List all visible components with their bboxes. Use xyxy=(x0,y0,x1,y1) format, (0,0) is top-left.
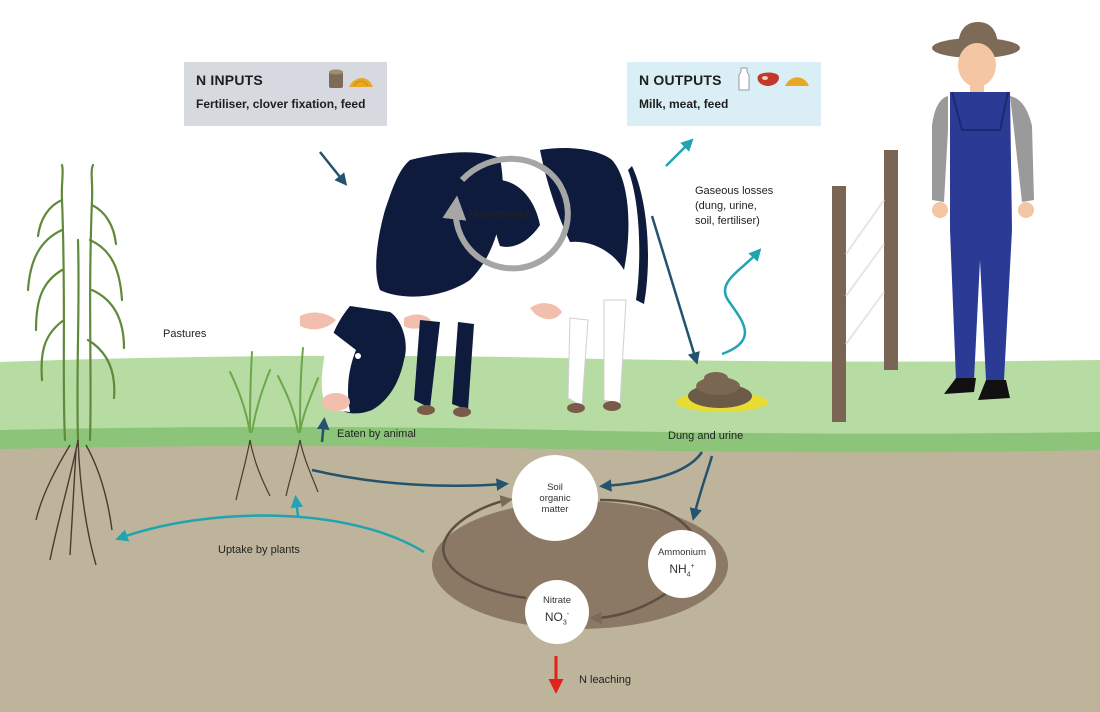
output-arrow xyxy=(665,138,694,167)
ammonium-formula: NH4+ xyxy=(669,562,695,579)
fence-icon xyxy=(832,150,898,422)
n-inputs-title: N INPUTS xyxy=(196,72,263,88)
feed-pile-icon xyxy=(349,77,373,87)
pastures-label: Pastures xyxy=(163,328,207,340)
dung-icon xyxy=(676,372,768,412)
soil-organic-matter-node: Soil organic matter xyxy=(512,455,598,541)
n-leaching-label: N leaching xyxy=(579,674,631,686)
milk-bottle-icon xyxy=(738,67,750,91)
grass-layer xyxy=(0,355,1100,450)
meat-icon xyxy=(757,72,779,86)
eaten-by-animal-label: Eaten by animal xyxy=(337,428,416,440)
maintenance-label: Maintenance xyxy=(468,208,531,220)
gaseous-losses-label: Gaseous losses (dung, urine, soil, ferti… xyxy=(695,185,774,227)
cycle-arrow-nitrate-to-som xyxy=(442,495,527,600)
plant-residue-arrow xyxy=(311,468,509,491)
eaten-arrow xyxy=(317,417,330,443)
dung-to-som-arrow xyxy=(599,451,704,492)
cow-icon xyxy=(300,148,648,417)
crop-plant-icon xyxy=(26,163,126,442)
n-outputs-box: N OUTPUTS Milk, meat, feed xyxy=(627,62,821,126)
seedling-roots xyxy=(235,439,319,501)
ammonium-node: Ammonium NH4+ xyxy=(648,530,716,598)
feed-pile-icon xyxy=(785,77,809,86)
farmer-icon xyxy=(932,22,1034,400)
stump-icon xyxy=(329,69,343,88)
dung-and-urine-label: Dung and urine xyxy=(668,430,744,442)
n-outputs-title: N OUTPUTS xyxy=(639,72,722,88)
grass-seedling-icon xyxy=(229,347,319,433)
n-inputs-subtitle: Fertiliser, clover fixation, feed xyxy=(196,97,366,111)
cycle-arrow-ammonium-to-nitrate xyxy=(589,590,669,625)
input-arrow xyxy=(319,151,348,186)
excretion-arrow xyxy=(650,215,700,365)
dung-to-ammonium-arrow xyxy=(689,455,714,521)
nitrate-formula: NO3- xyxy=(544,610,570,627)
gaseous-loss-arrow xyxy=(721,248,762,356)
grass-edge xyxy=(0,427,1100,453)
nitrate-node: Nitrate NO3- xyxy=(525,580,589,644)
uptake-arrow-short xyxy=(290,495,304,517)
soil-pool xyxy=(432,501,728,629)
uptake-by-plants-label: Uptake by plants xyxy=(218,544,300,556)
crop-roots xyxy=(35,439,113,566)
maintenance-cycle-arrow xyxy=(442,155,571,272)
uptake-arrow-long xyxy=(115,514,425,554)
n-outputs-subtitle: Milk, meat, feed xyxy=(639,97,729,111)
n-inputs-box: N INPUTS Fertiliser, clover fixation, fe… xyxy=(184,62,387,126)
